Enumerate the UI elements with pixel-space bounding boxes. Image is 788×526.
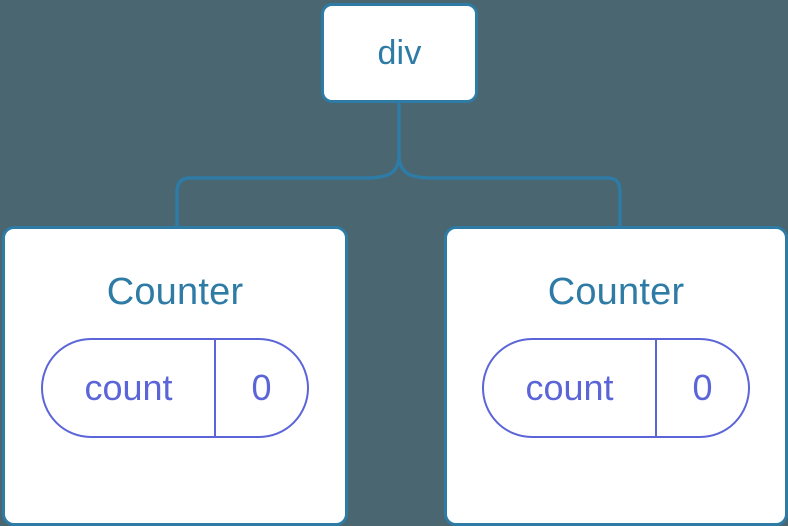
state-value-cell: 0 bbox=[657, 340, 748, 436]
state-value-cell: 0 bbox=[216, 340, 307, 436]
root-node-label: div bbox=[377, 34, 422, 72]
state-key-label: count bbox=[525, 367, 614, 408]
state-value-label: 0 bbox=[692, 367, 713, 408]
connector-arm-right bbox=[397, 153, 622, 228]
state-key-label: count bbox=[84, 367, 173, 408]
diagram-canvas: div Counter count 0 Counter count 0 bbox=[2, 3, 788, 526]
counter-title: Counter bbox=[547, 271, 685, 313]
tree-node-root[interactable]: div bbox=[321, 3, 478, 103]
connector-arm-left bbox=[175, 153, 401, 228]
tree-node-counter-1[interactable]: Counter count 0 bbox=[444, 226, 788, 526]
state-pill[interactable]: count 0 bbox=[482, 338, 750, 438]
state-key-cell: count bbox=[43, 340, 216, 436]
state-key-cell: count bbox=[484, 340, 657, 436]
tree-node-counter-0[interactable]: Counter count 0 bbox=[2, 226, 348, 526]
counter-title: Counter bbox=[106, 271, 244, 313]
state-value-label: 0 bbox=[251, 367, 272, 408]
state-pill[interactable]: count 0 bbox=[41, 338, 309, 438]
